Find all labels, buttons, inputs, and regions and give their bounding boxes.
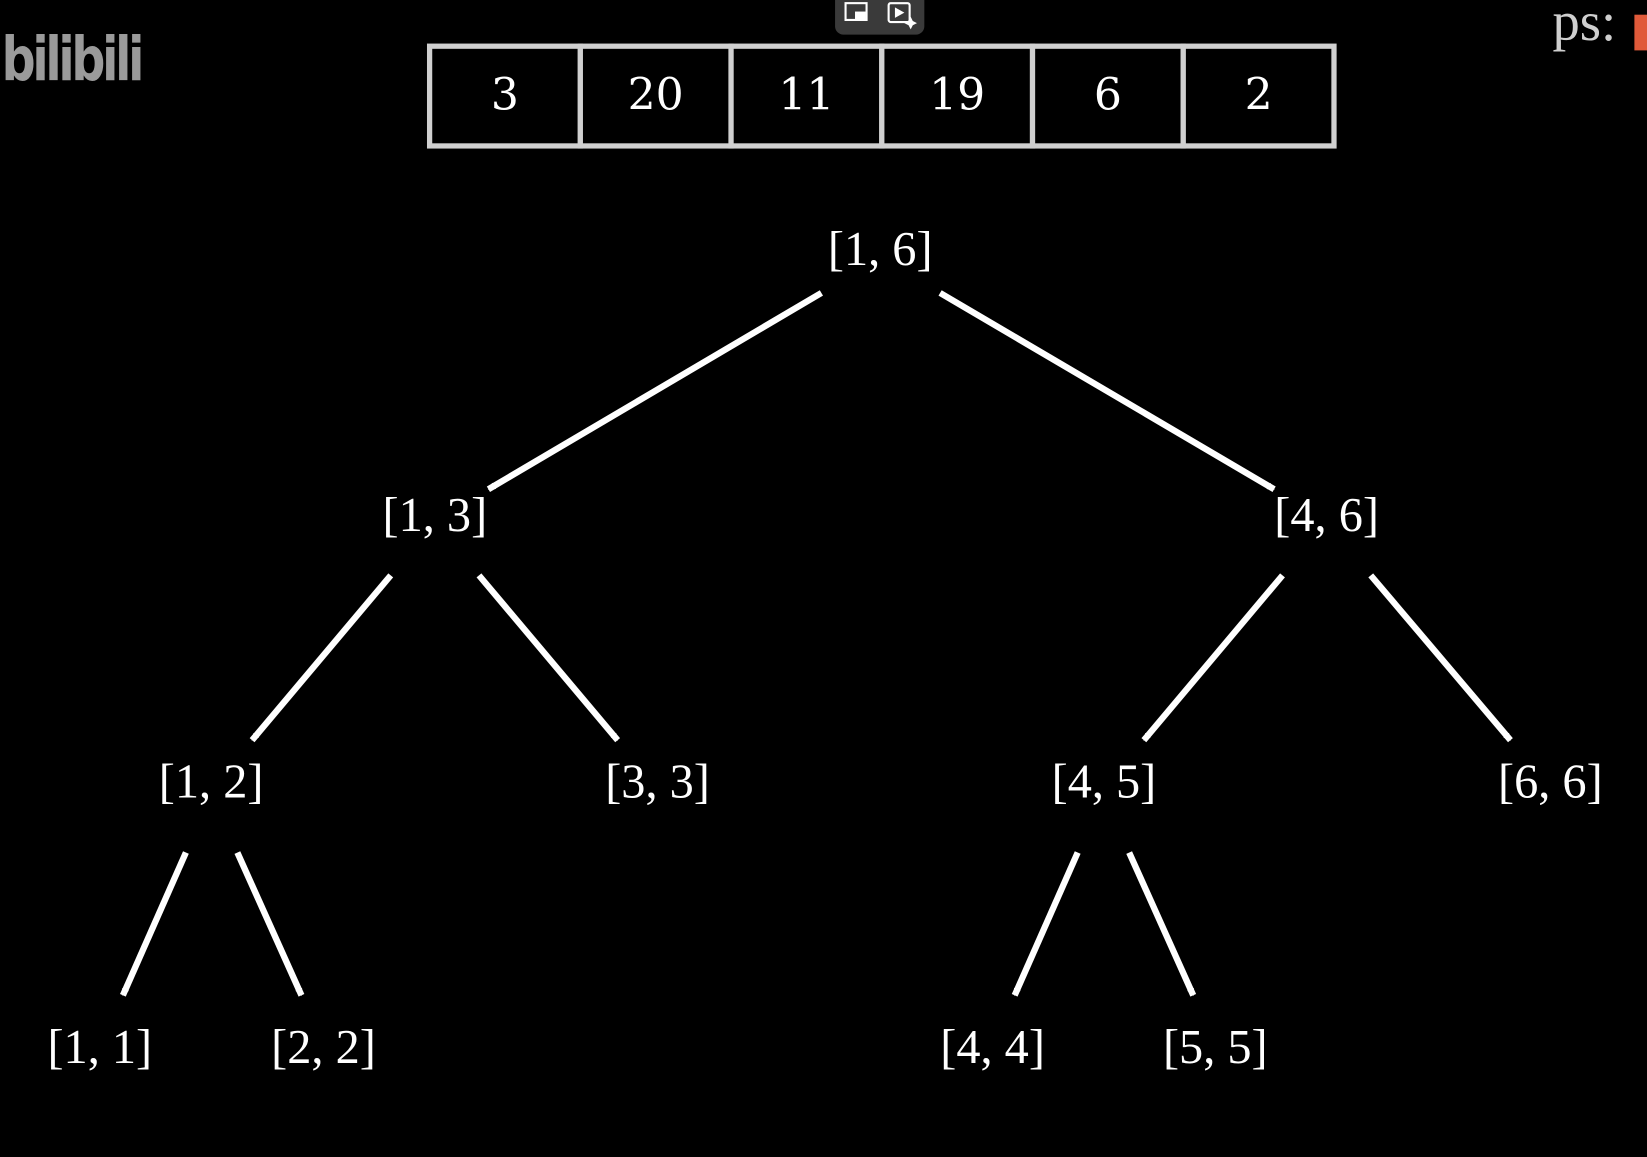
array-cell-box	[426, 43, 583, 149]
edge-arrow	[249, 573, 394, 743]
array-cell: 2	[1180, 43, 1337, 149]
corner-note: ps:	[1552, 0, 1616, 52]
array-cell: 19	[879, 43, 1036, 149]
array-cell-box	[879, 43, 1036, 149]
array-cell-value: 11	[778, 70, 834, 121]
array-cell-value: 20	[628, 70, 684, 121]
corner-accent	[1634, 14, 1647, 51]
tree-node: [1, 2]	[159, 755, 264, 808]
player-control-bar	[835, 0, 925, 35]
tree-node: [6, 6]	[1498, 755, 1603, 808]
array-cell-box	[1180, 43, 1337, 149]
tree-nodes: [1, 6] [1, 3] [4, 6] [1, 2] [3, 3] [4, 5…	[47, 223, 1602, 1074]
ai-play-icon[interactable]	[887, 2, 917, 30]
tree-node: [4, 6]	[1274, 489, 1379, 542]
edge-arrow	[120, 851, 189, 997]
edge-arrow	[486, 290, 824, 492]
array-boxes: 3 20 11 19 6 2	[426, 43, 1337, 149]
array-cell: 20	[577, 43, 734, 149]
pip-icon[interactable]	[844, 2, 868, 21]
array-cell-box	[1029, 43, 1186, 149]
edge-arrow	[1126, 851, 1197, 997]
edge-arrow	[938, 290, 1276, 492]
array-cell-value: 6	[1094, 70, 1122, 121]
tree-node: [4, 5]	[1052, 755, 1157, 808]
bilibili-logo: bilibili	[2, 23, 142, 94]
edge-arrow	[1368, 573, 1513, 743]
tree-node: [2, 2]	[271, 1021, 376, 1074]
edge-arrow	[476, 573, 621, 743]
edge-arrow	[1011, 851, 1081, 997]
tree-node: [4, 4]	[940, 1021, 1045, 1074]
array-cell-value: 3	[491, 70, 519, 121]
tree-node: [1, 3]	[383, 489, 488, 542]
edge-arrow	[234, 851, 305, 997]
tree-node: [3, 3]	[605, 755, 710, 808]
tree-node: [1, 6]	[828, 223, 933, 276]
array-cell-value: 19	[929, 70, 985, 121]
tree-node: [1, 1]	[47, 1021, 152, 1074]
array-cell: 11	[728, 43, 885, 149]
array-cell: 3	[426, 43, 583, 149]
tree-node: [5, 5]	[1163, 1021, 1268, 1074]
edge-arrow	[1141, 573, 1285, 743]
array-cell-value: 2	[1245, 70, 1273, 121]
array-cell: 6	[1029, 43, 1186, 149]
tree-edges	[120, 290, 1513, 997]
